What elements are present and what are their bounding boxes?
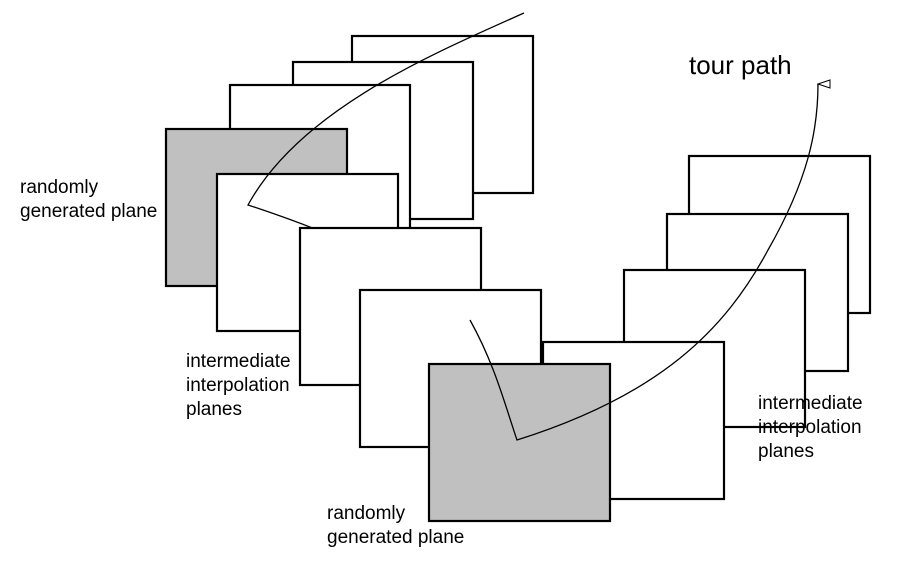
random-plane-bottom — [427, 362, 612, 523]
random-plane-bottom-label: randomly generated plane — [327, 503, 464, 548]
intermediate-right-label: intermediate interpolation planes — [758, 393, 868, 462]
intermediate-left-label: intermediate interpolation planes — [186, 351, 296, 420]
tour-path-lower — [469, 84, 818, 441]
tour-path-label: tour path — [689, 50, 792, 80]
random-plane-top-label: randomly generated plane — [20, 177, 157, 222]
